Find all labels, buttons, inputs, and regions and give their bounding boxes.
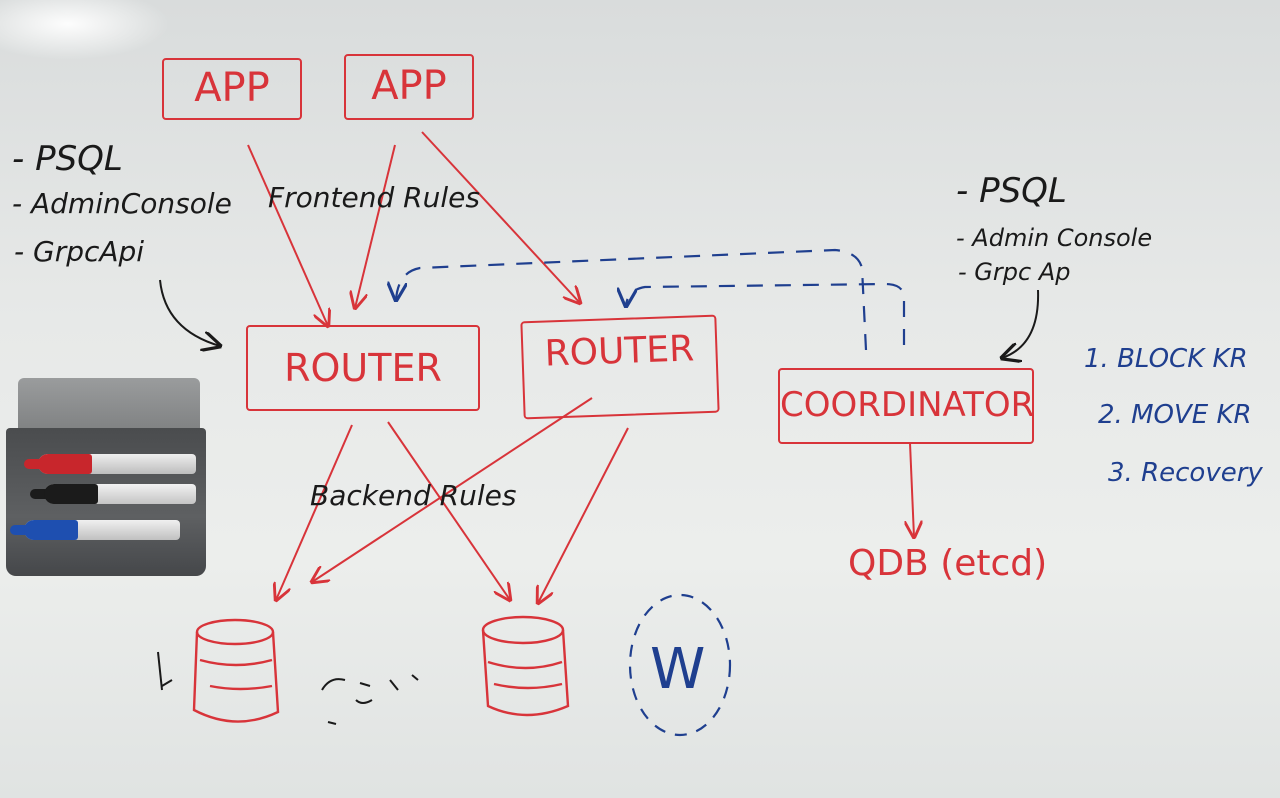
marker-holder-lid [18, 378, 200, 436]
router-box-1: ROUTER [246, 325, 480, 411]
router-box-2: ROUTER [520, 314, 720, 420]
qdb-label: QDB (etcd) [848, 543, 1048, 584]
step-3-recovery: 3. Recovery [1108, 458, 1263, 488]
right-list-item-admin-console: - Admin Console [956, 224, 1153, 252]
app-box-2: APP [344, 54, 474, 120]
arrow-left-list-router1 [159, 279, 220, 346]
arrow-router2-db2 [538, 427, 629, 603]
left-list-item-psql: - PSQL [12, 139, 123, 179]
dashed-coordinator-router1 [396, 248, 868, 351]
left-list-item-admin-console: - AdminConsole [12, 187, 232, 220]
coordinator-label: COORDINATOR [780, 385, 1035, 425]
arrow-router1-db1 [276, 424, 353, 600]
arrow-router2-db1 [312, 397, 593, 582]
light-glare [0, 0, 170, 60]
router-label-1: ROUTER [284, 346, 442, 390]
left-list-item-grpc-api: - GrpcApi [14, 235, 145, 268]
worker-dashed-circle [628, 593, 732, 737]
red-marker [24, 454, 196, 474]
arrow-app2-router1 [355, 144, 396, 308]
frontend-rules-label: Frontend Rules [268, 181, 480, 214]
arrow-coordinator-qdb [910, 442, 914, 537]
app-label-2: APP [371, 63, 447, 109]
database-2 [481, 615, 570, 717]
arrow-app1-router1 [247, 144, 328, 326]
right-list-item-psql: - PSQL [956, 171, 1067, 211]
right-list-item-grpc-ap: - Grpc Ap [958, 258, 1071, 286]
blue-marker [10, 520, 180, 540]
app-box-1: APP [162, 58, 302, 120]
stray-marks [157, 651, 419, 725]
router-label-2: ROUTER [544, 328, 695, 375]
step-1-block-kr: 1. BLOCK KR [1084, 344, 1248, 374]
coordinator-box: COORDINATOR [778, 368, 1034, 444]
worker-label: W [650, 637, 706, 702]
step-2-move-kr: 2. MOVE KR [1098, 400, 1252, 430]
arrow-app2-router2 [421, 131, 580, 303]
database-1 [192, 618, 280, 723]
backend-rules-label: Backend Rules [310, 479, 517, 512]
app-label-1: APP [194, 65, 270, 111]
black-marker [30, 484, 196, 504]
arrow-router1-db2 [387, 421, 510, 600]
marker-holder [2, 378, 208, 578]
arrow-right-list-coordinator [1002, 289, 1040, 358]
